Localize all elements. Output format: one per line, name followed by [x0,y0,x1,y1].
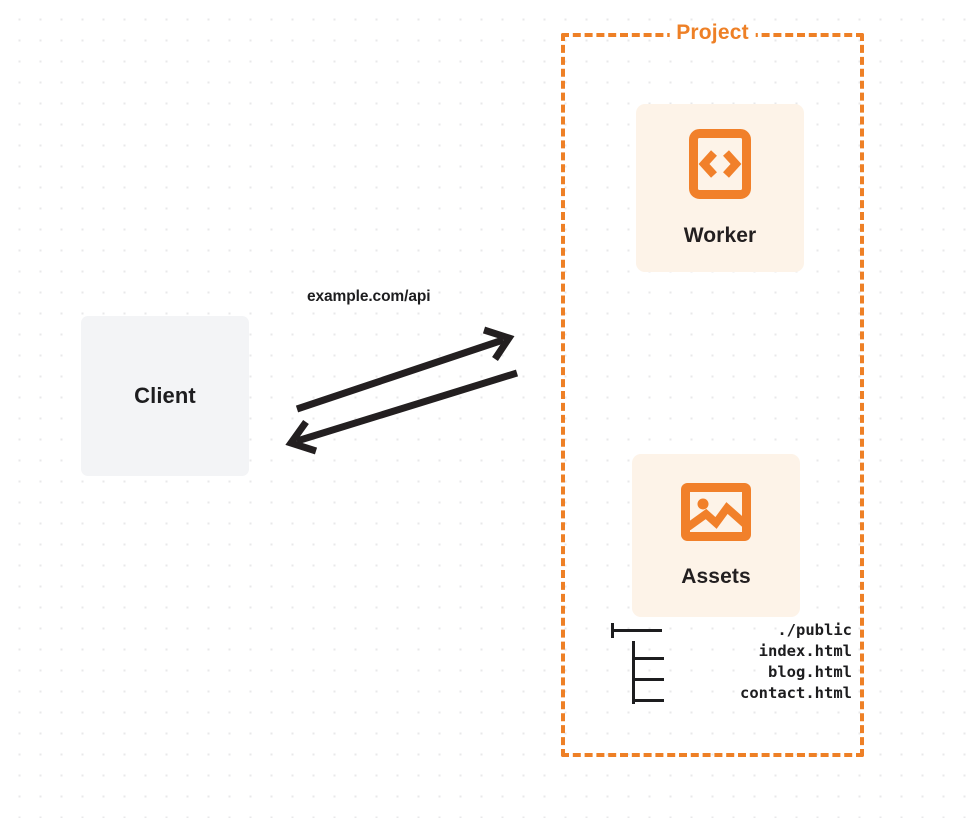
response-arrow [285,369,519,455]
connection-label: example.com/api [307,288,431,305]
tree-root-label: ./public [777,621,852,639]
tree-branch-icon [611,641,673,662]
tree-branch-icon [611,662,673,683]
worker-card[interactable]: Worker [636,104,804,272]
tree-branch-last-icon [611,683,673,704]
tree-row: ./public [611,620,854,641]
client-node-label: Client [134,383,196,408]
tree-branch-root-icon [611,620,673,641]
client-node[interactable]: Client [81,316,249,476]
assets-card[interactable]: Assets [632,454,800,617]
tree-file-label: index.html [758,642,852,660]
assets-card-label: Assets [681,564,751,588]
tree-row: contact.html [611,683,854,704]
tree-file-label: contact.html [740,684,852,702]
code-brackets-icon [689,128,751,204]
request-arrow [295,326,515,413]
project-group-title: Project [669,21,756,45]
assets-file-tree: ./public index.html blog.html [611,620,854,704]
tree-row: blog.html [611,662,854,683]
tree-file-label: blog.html [768,663,852,681]
worker-card-label: Worker [683,223,757,247]
tree-row: index.html [611,641,854,662]
image-picture-icon [681,482,751,546]
project-group: Project Worker Assets [561,21,864,757]
